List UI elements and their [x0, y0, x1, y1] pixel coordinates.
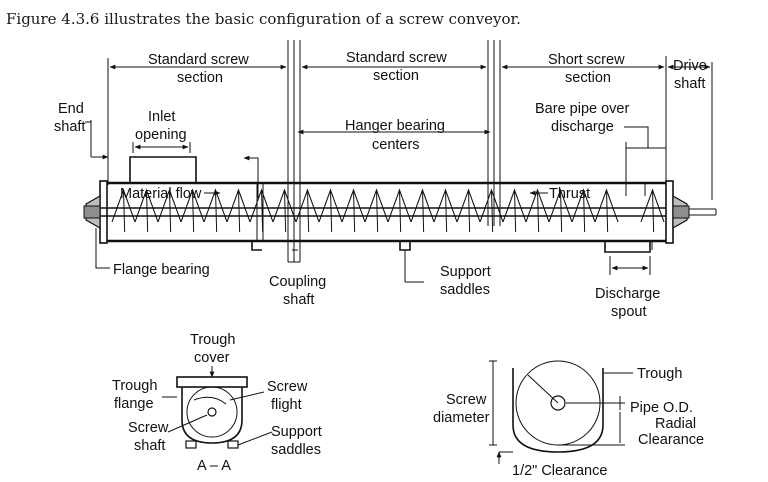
screw-flight-edge: [606, 189, 609, 233]
label-section-aa: A – A: [197, 458, 231, 474]
label-section-3: section: [565, 70, 611, 86]
label-pipe-od: Pipe O.D.: [630, 400, 693, 416]
screw-flight-edge: [353, 189, 356, 233]
label-drive: Drive: [673, 58, 707, 74]
label-coupling: Coupling: [269, 274, 326, 290]
screw-flight-edge: [445, 189, 448, 233]
screw-flight-edge: [399, 189, 402, 233]
label-trough-cover-1: Trough: [190, 332, 235, 348]
screw-flight-edge: [514, 189, 517, 233]
flange-bearing-leader: [95, 228, 110, 269]
label-trough-flange-2: flange: [114, 396, 154, 412]
screw-flight-edge: [422, 189, 425, 233]
screw-flight-edge: [307, 189, 310, 233]
label-section-2: section: [373, 68, 419, 84]
screw-flight-edge: [560, 189, 563, 233]
label-screw-flight-2: flight: [271, 397, 302, 413]
label-radial: Radial: [655, 416, 696, 432]
screw-flight-edge: [491, 189, 494, 233]
figure-caption: Figure 4.3.6 illustrates the basic confi…: [6, 10, 521, 28]
label-opening: opening: [135, 127, 187, 143]
screw-flight-edge: [215, 189, 218, 233]
label-material-flow: Material flow: [120, 186, 202, 202]
discharge-spout: [604, 241, 651, 275]
label-bare-pipe-over: Bare pipe over: [535, 101, 629, 117]
label-end: End: [58, 101, 84, 117]
screw-flight-edge: [192, 189, 195, 233]
label-trough-cover-2: cover: [194, 350, 230, 366]
label-hanger-bearing: Hanger bearing: [345, 118, 445, 134]
label-spout: spout: [611, 304, 646, 320]
label-half-inch-clearance: 1/2" Clearance: [512, 463, 607, 479]
label-flange-bearing: Flange bearing: [113, 262, 210, 278]
section-aa-drawing: [162, 366, 273, 449]
screw-flight-edge: [468, 189, 471, 233]
label-support-saddles-1: Support: [271, 424, 322, 440]
label-screw-shaft-1: Screw: [128, 420, 169, 436]
screw-flight-edge: [146, 189, 149, 233]
end-bearing-left: [83, 194, 101, 230]
label-centers: centers: [372, 137, 420, 153]
end-shaft-indicator: [85, 120, 109, 160]
label-support: Support: [440, 264, 491, 280]
label-clearance: Clearance: [638, 432, 704, 448]
section-dimension-lines: [107, 40, 713, 262]
label-coupling-shaft: shaft: [283, 292, 314, 308]
screw-flight-edge: [652, 189, 655, 233]
label-end-shaft: shaft: [54, 119, 85, 135]
label-thrust: Thrust: [549, 186, 590, 202]
label-standard-screw-1: Standard screw: [148, 52, 249, 68]
inlet-opening: [129, 142, 197, 182]
label-trough-flange-1: Trough: [112, 378, 157, 394]
screw-flight-edge: [376, 189, 379, 233]
label-short-screw: Short screw: [548, 52, 625, 68]
label-screw-flight-1: Screw: [267, 379, 308, 395]
label-section-1: section: [177, 70, 223, 86]
label-drive-shaft: shaft: [674, 76, 705, 92]
screw-flight-edge: [238, 189, 241, 233]
label-trough-detail: Trough: [637, 366, 682, 382]
label-discharge-spout: Discharge: [595, 286, 660, 302]
drive-bearing-right: [672, 194, 690, 230]
label-inlet: Inlet: [148, 109, 175, 125]
label-screw-diameter-1: Screw: [446, 392, 487, 408]
coupling-pointer: [243, 155, 259, 198]
screw-flight-edge: [123, 189, 126, 233]
bare-pipe-indicator: [624, 126, 666, 196]
screw-flight-edge: [583, 189, 586, 233]
label-saddles: saddles: [440, 282, 490, 298]
screw-flights: [111, 188, 665, 233]
label-screw-diameter-2: diameter: [433, 410, 490, 426]
clearance-detail-drawing: [489, 360, 633, 464]
screw-flight-edge: [284, 189, 287, 233]
screw-flight-edge: [330, 189, 333, 233]
screw-flight-edge: [261, 189, 264, 233]
support-saddles: [251, 241, 653, 283]
label-screw-shaft-2: shaft: [134, 438, 165, 454]
screw-flight-edge: [537, 189, 540, 233]
screw-flight-edge: [169, 189, 172, 233]
label-support-saddles-2: saddles: [271, 442, 321, 458]
label-standard-screw-2: Standard screw: [346, 50, 447, 66]
label-discharge: discharge: [551, 119, 614, 135]
